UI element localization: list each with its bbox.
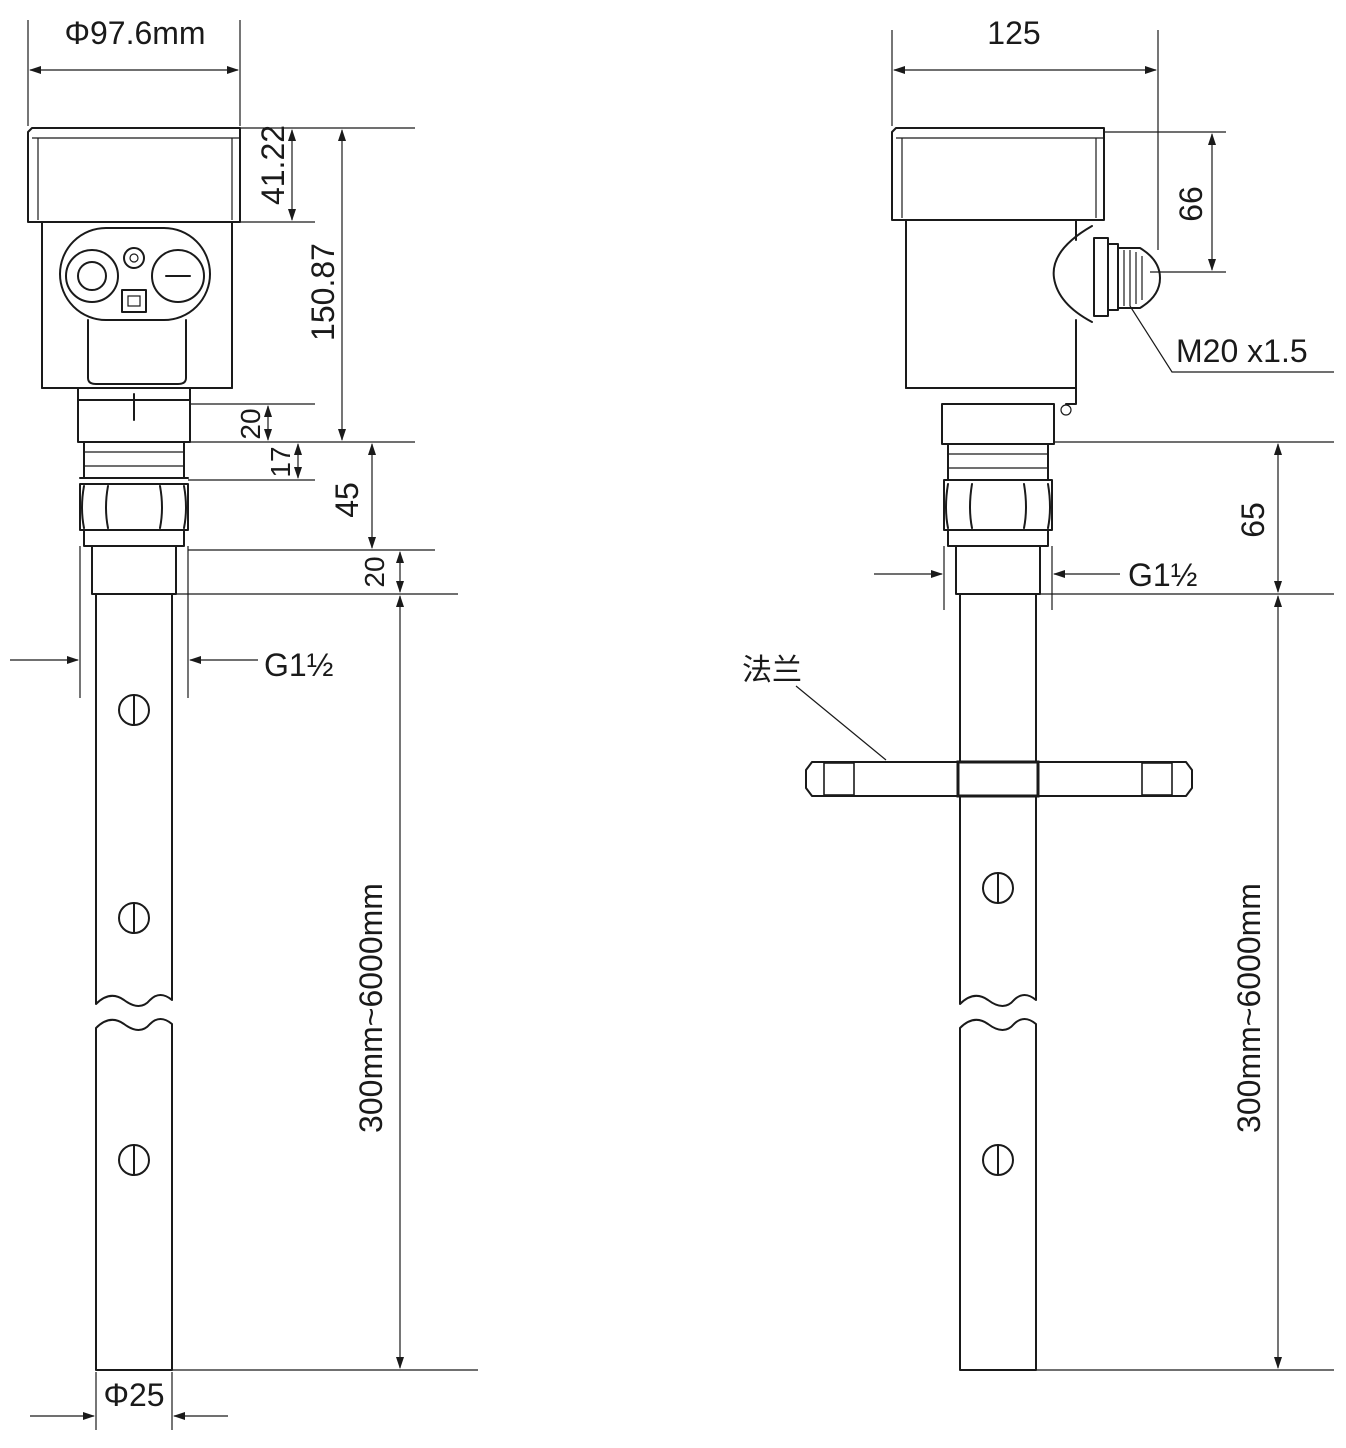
rod-hole xyxy=(118,694,150,726)
front-probe-rod xyxy=(95,593,173,1371)
front-dimension-lines xyxy=(10,66,404,1420)
dim-process-height: 65 xyxy=(1235,502,1271,538)
dim-diameter-top: Φ97.6mm xyxy=(64,15,205,51)
dim-thread: G1½ xyxy=(264,647,333,683)
rod-hole xyxy=(982,872,1014,904)
cable-gland xyxy=(1052,225,1161,323)
dim-cable-height: 66 xyxy=(1173,186,1209,222)
dim-hex-upper: 17 xyxy=(265,446,296,477)
dim-probe-diameter: Φ25 xyxy=(103,1377,164,1413)
dim-cable-gland: M20 x1.5 xyxy=(1176,333,1308,369)
dim-thread-length: 20 xyxy=(359,556,390,587)
flange-label: 法兰 xyxy=(742,653,802,688)
side-housing-cover xyxy=(891,127,1105,221)
front-view: Φ97.6mm 41.22 150.87 20 17 45 20 G1½ 300… xyxy=(10,15,478,1430)
front-extension-lines xyxy=(27,20,478,1430)
side-housing-body xyxy=(905,219,1077,416)
dim-cover-height: 41.22 xyxy=(255,125,291,205)
flange xyxy=(805,760,1193,798)
dim-probe-length: 300mm~6000mm xyxy=(353,883,389,1133)
front-neck xyxy=(77,387,191,443)
rod-hole xyxy=(118,902,150,934)
front-hex-nut xyxy=(79,441,189,595)
dim-side-thread: G1½ xyxy=(1128,557,1197,593)
rod-hole xyxy=(982,1144,1014,1176)
dim-housing-height: 150.87 xyxy=(305,243,341,341)
side-probe-rod xyxy=(959,593,1037,1371)
side-neck xyxy=(941,403,1055,445)
side-extension-lines xyxy=(891,30,1334,1371)
housing-body xyxy=(41,221,233,389)
display-window xyxy=(59,227,211,321)
dim-hex-total: 45 xyxy=(329,482,365,518)
side-view: 125 66 M20 x1.5 65 G1½ 法兰 300mm~6000mm xyxy=(742,15,1334,1371)
side-dimension-lines xyxy=(795,66,1334,1369)
dim-side-width: 125 xyxy=(987,15,1040,51)
rod-hole xyxy=(118,1144,150,1176)
side-hex-nut xyxy=(943,443,1053,595)
dim-side-probe-length: 300mm~6000mm xyxy=(1231,883,1267,1133)
housing-cover xyxy=(27,127,241,223)
dim-neck-height: 20 xyxy=(235,408,266,439)
